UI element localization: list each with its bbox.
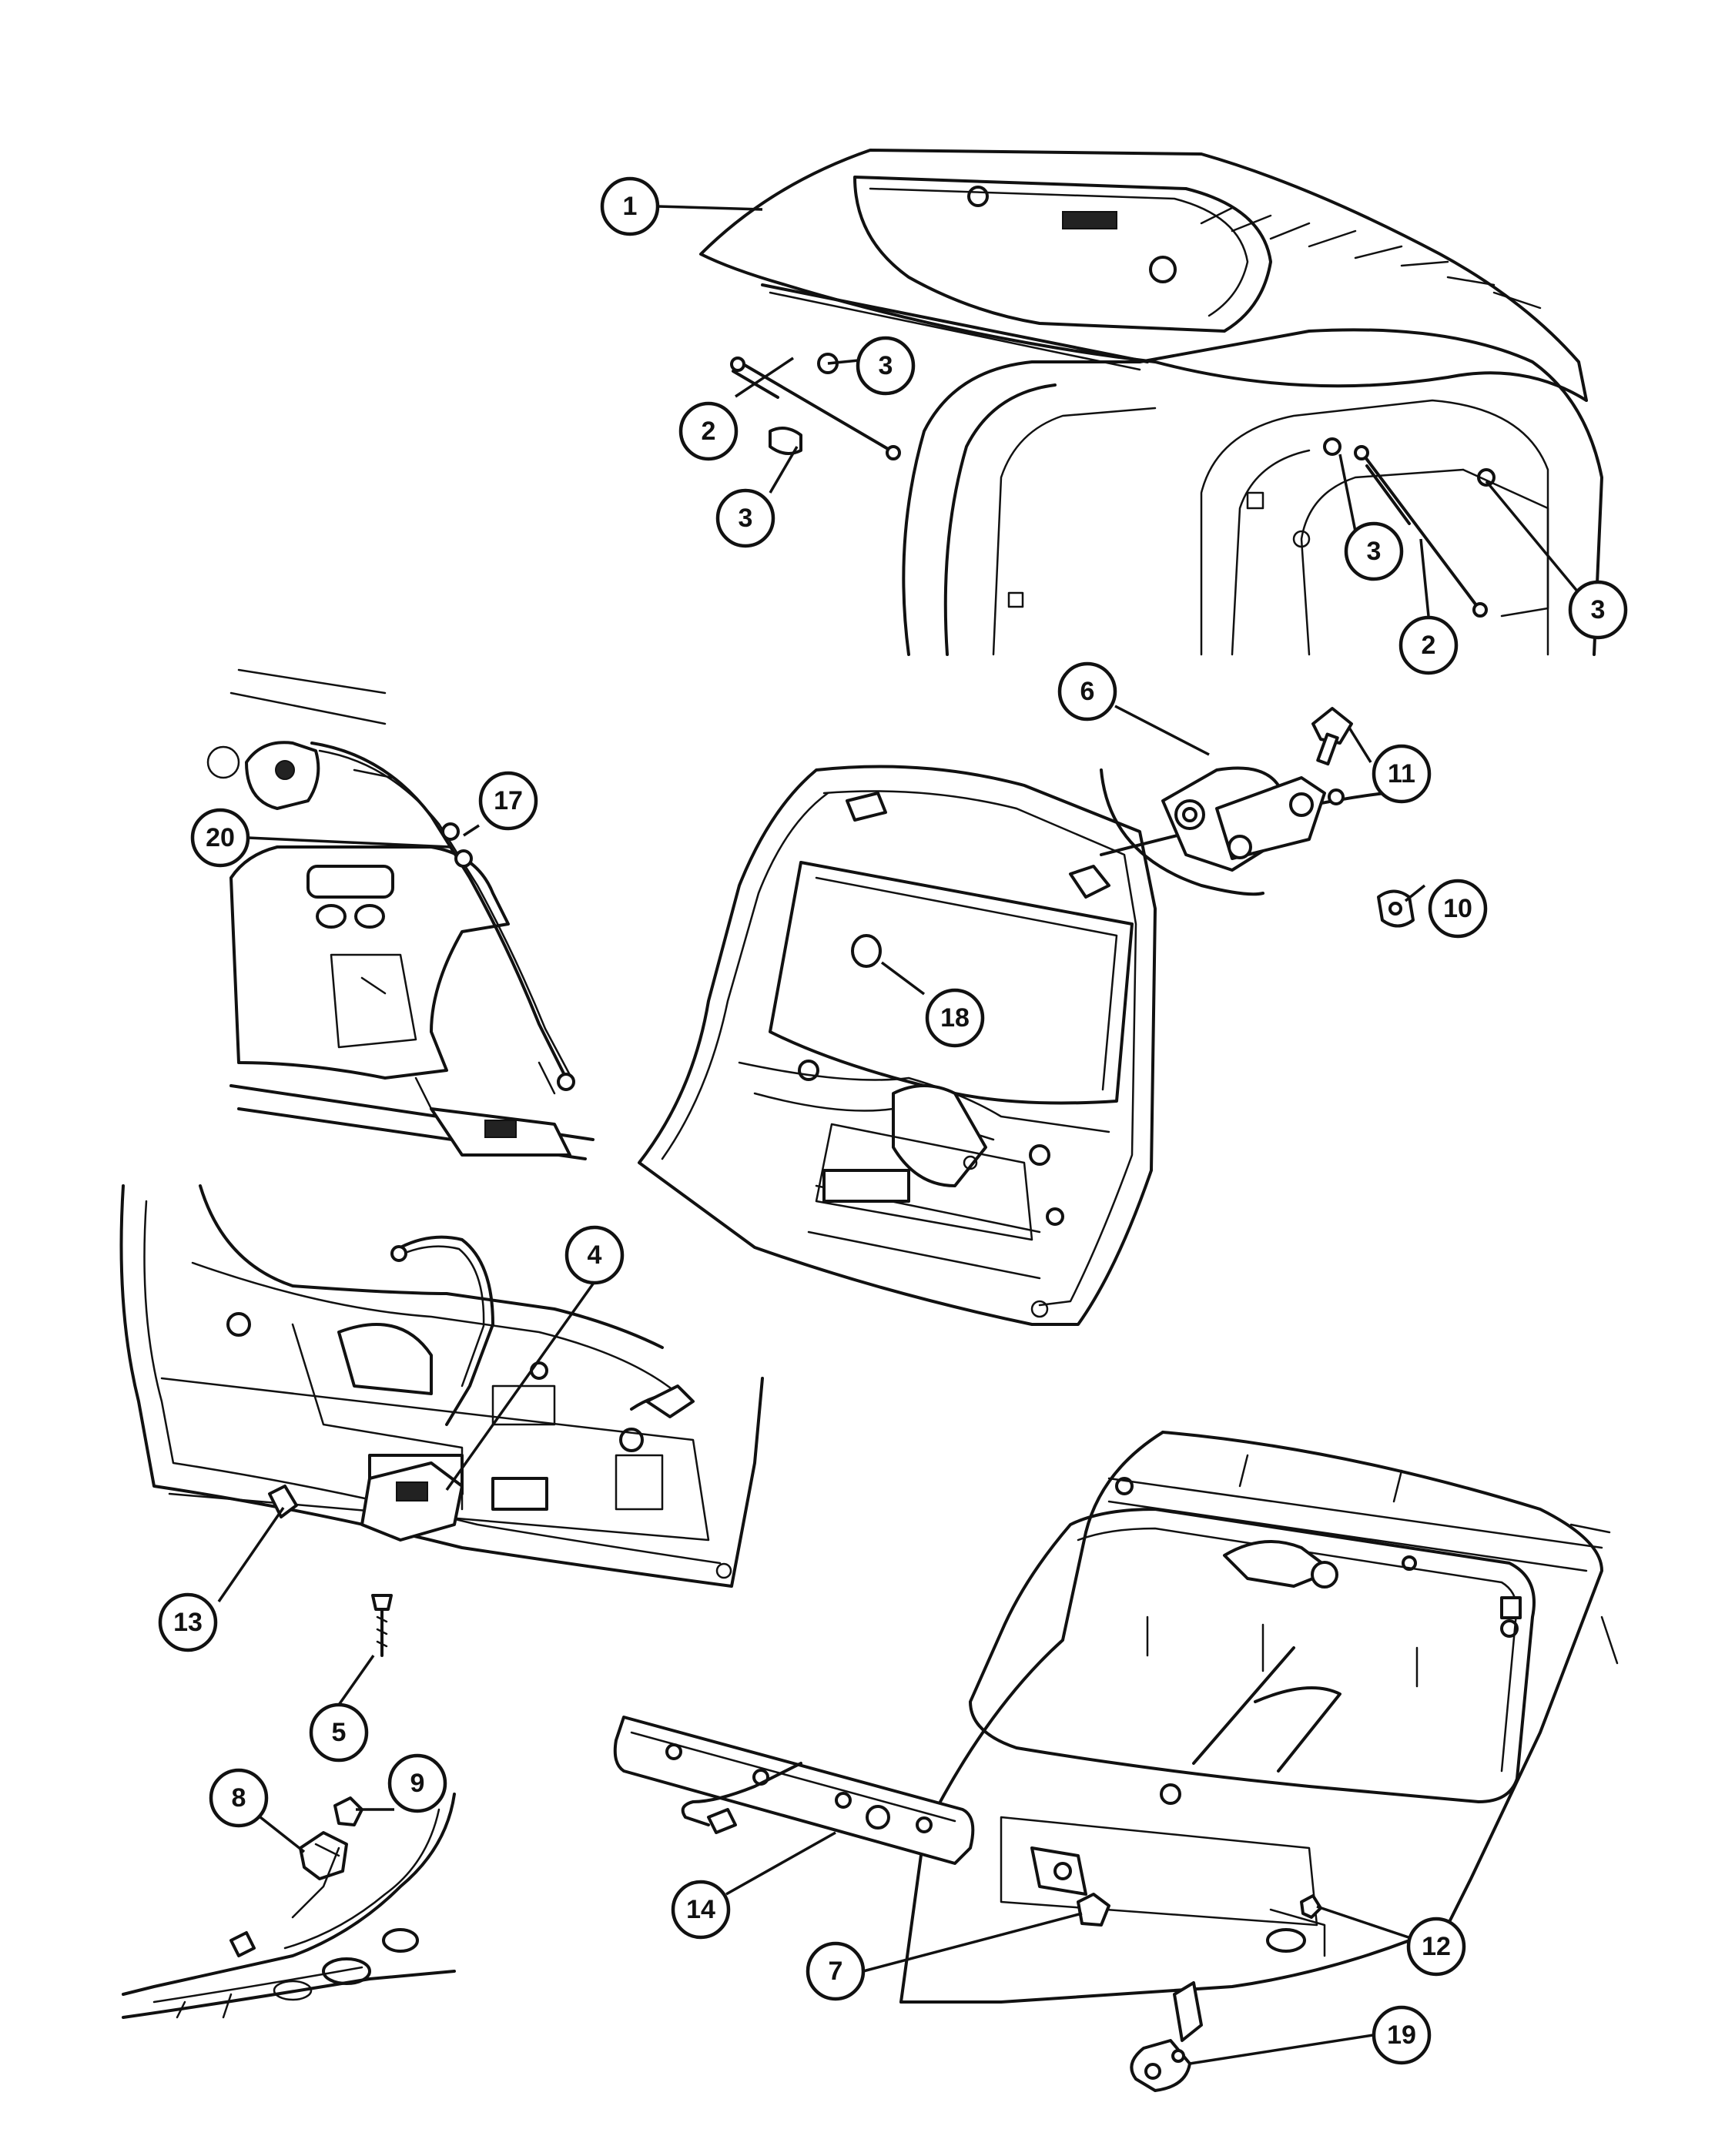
callout-13: 13	[158, 1592, 218, 1652]
ajar-switch-wire	[310, 742, 568, 1080]
liftgate-glass	[969, 1508, 1536, 1803]
svg-text:3: 3	[1367, 537, 1382, 566]
liftgate-exterior-view	[613, 1431, 1619, 2092]
body-opening-left	[902, 360, 1141, 656]
callout-20: 20	[190, 808, 250, 868]
gas-strut-right	[1354, 445, 1488, 618]
svg-text:3: 3	[1591, 595, 1606, 624]
rear-wiper	[1192, 1646, 1341, 1773]
callout-3d: 3	[1568, 580, 1628, 640]
svg-text:1: 1	[623, 192, 638, 221]
bumper-clip	[333, 1796, 363, 1826]
callout-18: 18	[925, 988, 985, 1048]
hinge-bolt	[1311, 707, 1353, 766]
callout-17: 17	[478, 771, 538, 831]
callout-9: 9	[387, 1753, 447, 1813]
callout-8: 8	[209, 1768, 269, 1828]
svg-text:9: 9	[410, 1769, 425, 1798]
svg-text:19: 19	[1387, 2020, 1416, 2050]
liftgate-hinge	[1161, 766, 1345, 872]
svg-text:2: 2	[1422, 631, 1436, 660]
stop-bumper-view	[122, 1793, 456, 2019]
liftgate-bumper	[299, 1831, 348, 1880]
latch-harness	[399, 1235, 494, 1426]
callout-14: 14	[671, 1880, 731, 1940]
callout-7: 7	[806, 1941, 866, 2001]
latch-screw	[371, 1594, 393, 1657]
callout-19: 19	[1372, 2005, 1432, 2065]
svg-text:12: 12	[1422, 1932, 1451, 1961]
liftgate-window-recess	[853, 176, 1272, 333]
callout-2a: 2	[678, 401, 739, 461]
access-plug	[851, 934, 882, 968]
applique-push-pin	[1300, 1894, 1322, 1919]
leader-lines	[217, 205, 1580, 2065]
liftgate-outline	[638, 765, 1157, 1326]
svg-text:20: 20	[206, 823, 235, 852]
liftgate-inner-view	[638, 707, 1415, 1326]
applique-bracket	[1077, 1893, 1110, 1927]
hinge-detail-arc	[1100, 768, 1264, 896]
wiper-pivot	[1160, 1783, 1181, 1805]
svg-text:13: 13	[173, 1608, 203, 1637]
svg-text:17: 17	[494, 786, 523, 815]
callout-4: 4	[564, 1225, 625, 1285]
svg-text:14: 14	[686, 1895, 715, 1924]
callout-10: 10	[1428, 879, 1488, 939]
callout-3a: 3	[856, 336, 916, 396]
svg-text:10: 10	[1443, 894, 1472, 923]
svg-text:5: 5	[332, 1718, 347, 1747]
svg-text:7: 7	[829, 1957, 843, 1986]
callout-6: 6	[1057, 661, 1117, 721]
callout-1: 1	[600, 176, 660, 236]
hinge-nut	[1377, 889, 1415, 928]
callout-3c: 3	[1344, 521, 1404, 581]
callout-2b: 2	[1398, 615, 1459, 675]
liftgate-lower-outline	[119, 1184, 764, 1588]
liftgate-applique	[613, 1716, 975, 1865]
callout-11: 11	[1372, 744, 1432, 804]
trim-panel	[229, 845, 510, 1080]
liftgate-raised-view	[699, 149, 1603, 656]
svg-text:8: 8	[232, 1783, 246, 1813]
liftgate-hinge-lower	[1130, 1981, 1203, 2092]
svg-text:18: 18	[940, 1003, 970, 1033]
liftgate-glass-opening	[769, 861, 1134, 1105]
svg-text:4: 4	[588, 1240, 602, 1270]
license-lamp	[1062, 211, 1117, 229]
svg-text:11: 11	[1388, 759, 1415, 788]
latch-view	[119, 1184, 764, 1657]
liftgate-exterior-outline	[899, 1431, 1603, 2004]
callout-3b: 3	[715, 488, 775, 548]
body-opening-right	[1138, 328, 1603, 656]
svg-text:3: 3	[879, 351, 893, 380]
bumper-stop	[268, 1485, 298, 1518]
svg-text:3: 3	[739, 504, 753, 533]
svg-text:6: 6	[1080, 677, 1095, 706]
callout-5: 5	[309, 1702, 369, 1763]
svg-text:2: 2	[702, 417, 716, 446]
callout-12: 12	[1406, 1917, 1466, 1977]
wiring-detail-view	[206, 668, 595, 1160]
